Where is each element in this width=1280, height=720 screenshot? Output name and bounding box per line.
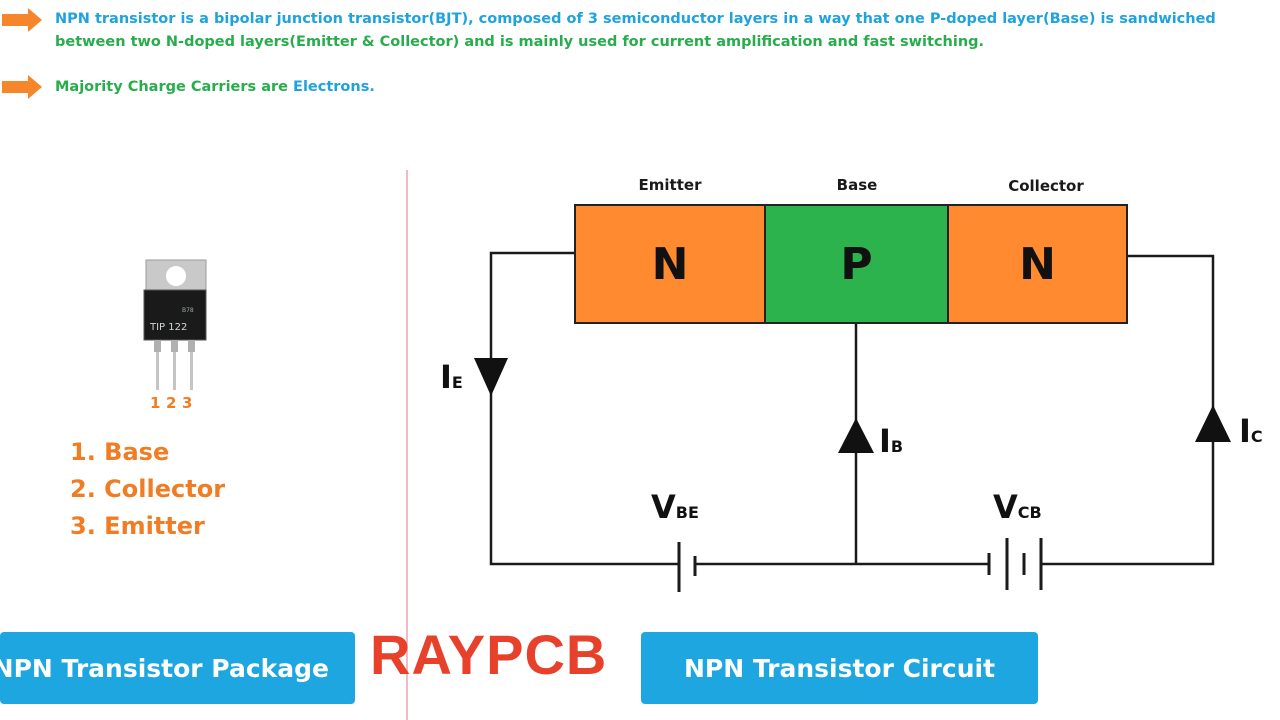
collector-label: Collector <box>1008 177 1084 195</box>
tip122-package-image: B78 TIP 122 <box>143 259 207 390</box>
definition-line-1: NPN transistor is a bipolar junction tra… <box>55 11 1216 27</box>
pin-number-1: 1 <box>150 394 161 412</box>
base-p-layer: P <box>764 204 949 324</box>
carriers-text: Majority Charge Carriers are Electrons. <box>55 76 375 98</box>
pin-number-2: 2 <box>166 394 177 412</box>
collector-n-layer: N <box>947 204 1128 324</box>
emitter-current-arrow-icon <box>474 358 508 396</box>
pin-list-item: 3. Emitter <box>70 512 205 540</box>
base-label: Base <box>836 176 878 194</box>
layer-letter: N <box>651 238 689 290</box>
circuit-banner-title: NPN Transistor Circuit <box>683 653 996 683</box>
layer-letter: N <box>1019 238 1056 290</box>
package-banner-title: NPN Transistor Package <box>0 653 329 683</box>
vbe-label: VBE <box>651 488 699 526</box>
vcb-label: VCB <box>993 488 1042 526</box>
definition-line-2: between two N-doped layers(Emitter & Col… <box>55 34 985 50</box>
collector-current-arrow-icon <box>1195 405 1231 442</box>
emitter-n-layer: N <box>574 204 766 324</box>
base-current-label: IB <box>879 422 904 460</box>
arrow-right-icon <box>2 8 42 32</box>
pin-list-item: 1. Base <box>70 438 170 466</box>
pin-number-3: 3 <box>182 394 193 412</box>
carriers-label: Majority Charge Carriers are <box>55 79 294 95</box>
layer-letter: P <box>840 238 873 290</box>
arrow-right-icon <box>2 75 42 99</box>
circuit-banner: NPN Transistor Circuit <box>641 632 1038 704</box>
emitter-current-label: IE <box>440 358 463 396</box>
carriers-value: Electrons. <box>293 79 375 95</box>
pin-list: 1. Base 2. Collector 3. Emitter <box>70 434 225 545</box>
package-banner: NPN Transistor Package <box>0 632 355 704</box>
pin-list-item: 2. Collector <box>70 475 226 503</box>
base-current-arrow-icon <box>838 418 874 453</box>
raypcb-watermark: RAYPCB <box>370 623 608 686</box>
section-divider <box>406 170 408 720</box>
emitter-label: Emitter <box>638 176 702 194</box>
collector-current-label: IC <box>1239 412 1263 450</box>
part-marking: TIP 122 <box>149 322 187 333</box>
part-code: B78 <box>182 307 194 314</box>
